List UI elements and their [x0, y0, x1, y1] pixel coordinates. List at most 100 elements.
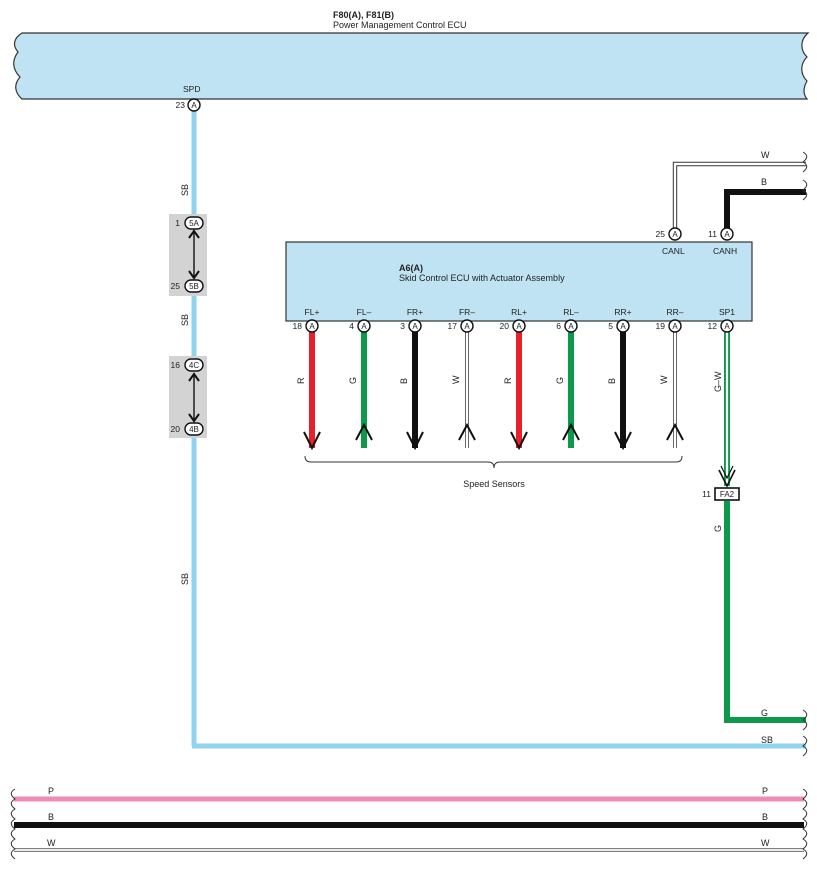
- pin-label-fr-plus: FR+: [407, 307, 423, 317]
- spd-pin-label: SPD: [183, 84, 200, 94]
- junction-1-top-code-box: [184, 216, 204, 230]
- wire-label-rl-plus: R: [503, 377, 513, 384]
- pin-circle-fr-plus: [408, 319, 422, 333]
- pin-circle-fl-plus: [305, 319, 319, 333]
- junction-1-arrow-down: [188, 270, 200, 280]
- can-wire-cuts: [802, 151, 808, 201]
- speed-sensors-label: Speed Sensors: [463, 479, 525, 489]
- bus-p-right-label: P: [762, 786, 768, 796]
- skid-ecu-box: [285, 241, 753, 322]
- canh-wire: [724, 189, 806, 228]
- g-right-label: G: [761, 708, 768, 718]
- pin-circle-rr-minus: [668, 319, 682, 333]
- pin-label-fr-minus: FR–: [459, 307, 475, 317]
- fa2-connector-code: FA2: [720, 490, 735, 499]
- junction-2-arrow-up: [188, 372, 200, 382]
- pin-label-rl-minus: RL–: [563, 307, 579, 317]
- pin-number-rr-minus: 19: [656, 321, 666, 331]
- wire-label-rr-plus: B: [607, 378, 617, 384]
- wire-label-fa2-out: G: [713, 525, 723, 532]
- fa2-connector-box: [714, 487, 740, 501]
- canh-pin-letter: A: [724, 230, 730, 239]
- wire-rr-minus: [666, 332, 684, 448]
- canl-wire: [672, 161, 806, 228]
- spd-wire-upper-label: SB: [180, 184, 190, 196]
- canh-pin-number: 11: [708, 229, 717, 239]
- sb-right-label: SB: [761, 735, 773, 745]
- pin-number-fr-plus: 3: [400, 321, 405, 331]
- canl-pin-letter: A: [672, 230, 678, 239]
- top-ecu-title: F80(A), F81(B): [333, 10, 394, 20]
- pin-letter-rl-minus: A: [568, 322, 574, 331]
- fa2-connector-pin: 11: [702, 489, 711, 499]
- pin-label-fl-plus: FL+: [305, 307, 320, 317]
- wire-fr-plus: [406, 332, 424, 451]
- pin-circle-rl-minus: [564, 319, 578, 333]
- pin-label-fl-minus: FL–: [357, 307, 372, 317]
- junction-2-bottom-pin: 20: [171, 424, 181, 434]
- bus-b-right-label: B: [762, 812, 768, 822]
- skid-ecu-subtitle: Skid Control ECU with Actuator Assembly: [399, 273, 565, 283]
- canl-pin-connector: [668, 227, 682, 241]
- canl-pin-number: 25: [656, 229, 666, 239]
- g-wire-right-cut: [802, 709, 808, 731]
- wire-label-fl-plus: R: [296, 377, 306, 384]
- wire-rl-minus: [562, 332, 580, 448]
- pin-circle-fl-minus: [357, 319, 371, 333]
- wire-label-fr-minus: W: [451, 375, 461, 384]
- canh-pin-label: CANH: [713, 246, 737, 256]
- pin-number-rr-plus: 5: [608, 321, 613, 331]
- pin-label-sp1: SP1: [719, 307, 735, 317]
- pin-letter-sp1: A: [724, 322, 730, 331]
- skid-ecu-pin-labels: FL+ FL– FR+ FR– RL+ RL– RR+ RR– SP1: [305, 307, 736, 317]
- canh-pin-connector: [720, 227, 734, 241]
- bus-w-right-label: W: [761, 838, 770, 848]
- pin-letter-rl-plus: A: [516, 322, 522, 331]
- wire-label-fr-plus: B: [399, 378, 409, 384]
- wire-fl-plus: [303, 332, 321, 451]
- sensor-wire-labels: R G B W R G B W: [296, 375, 669, 384]
- spd-pin-connector: [187, 98, 201, 112]
- wire-label-rr-minus: W: [659, 375, 669, 384]
- pin-number-fl-plus: 18: [293, 321, 303, 331]
- wire-fa2-out: [724, 501, 806, 723]
- junction-2-bottom-code-box: [184, 422, 204, 436]
- junction-1-bottom-pin: 25: [171, 281, 181, 291]
- junction-1-top-code: 5A: [189, 219, 199, 228]
- spd-wire-middle-label: SB: [180, 314, 190, 326]
- bus-p-left-label: P: [48, 786, 54, 796]
- junction-1-bottom-code-box: [184, 279, 204, 293]
- wire-rr-plus: [614, 332, 632, 451]
- canh-wire-label: B: [761, 177, 767, 187]
- wire-sp1: [718, 332, 736, 488]
- canl-pin-label: CANL: [662, 246, 685, 256]
- speed-sensors-brace: [304, 455, 683, 469]
- pin-number-fl-minus: 4: [349, 321, 354, 331]
- skid-ecu-bottom-pins: A 18 A 4 A 3 A 17 A 20 A 6 A 5 A 19 A 12: [293, 319, 734, 333]
- spd-pin-number: 23: [176, 100, 186, 110]
- pin-letter-fl-minus: A: [361, 322, 367, 331]
- pin-label-rr-minus: RR–: [666, 307, 683, 317]
- sb-wire-right-cut: [802, 735, 808, 757]
- pin-letter-rr-minus: A: [672, 322, 678, 331]
- wire-label-fl-minus: G: [348, 377, 358, 384]
- pin-number-rl-minus: 6: [556, 321, 561, 331]
- pin-circle-rr-plus: [616, 319, 630, 333]
- junction-1-top-pin: 1: [175, 218, 180, 228]
- bus-line-right-cuts: [802, 788, 808, 860]
- pin-circle-sp1: [720, 319, 734, 333]
- junction-2-bottom-code: 4B: [189, 425, 199, 434]
- pin-letter-rr-plus: A: [620, 322, 626, 331]
- bus-line-left-cuts: [10, 788, 16, 860]
- top-ecu-box: [13, 32, 810, 100]
- top-ecu-subtitle: Power Management Control ECU: [333, 20, 467, 30]
- spd-wire-lower-label: SB: [180, 573, 190, 585]
- pin-letter-fl-plus: A: [309, 322, 315, 331]
- pin-label-rl-plus: RL+: [511, 307, 527, 317]
- junction-1-bottom-code: 5B: [189, 282, 199, 291]
- bus-w-left-label: W: [47, 838, 56, 848]
- pin-number-rl-plus: 20: [500, 321, 510, 331]
- junction-2-arrow-down: [188, 413, 200, 423]
- junction-1-arrow-up: [188, 229, 200, 239]
